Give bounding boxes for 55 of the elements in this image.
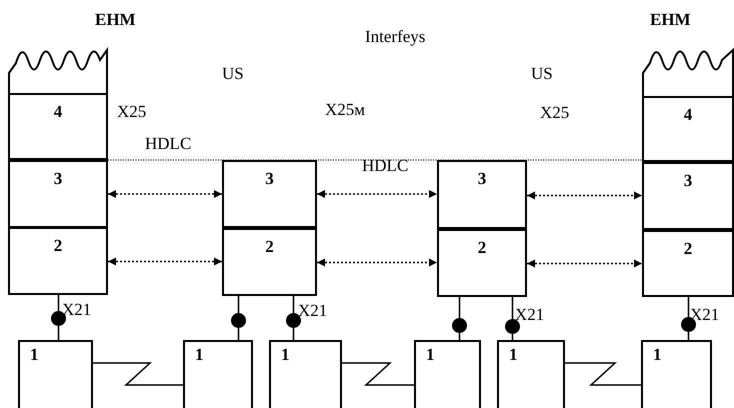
junction-dot [452,318,467,333]
protocol-layer-box: 3 [8,160,108,228]
physical-layer-box: 1 [414,340,481,408]
protocol-label: US [531,65,553,83]
connector-line [458,297,460,318]
protocol-layer-box: 3 [642,162,734,230]
connector-line [238,296,240,313]
junction-dot [505,319,520,334]
protocol-layer-box: 4 [8,93,108,160]
physical-layer-box: 1 [18,340,93,408]
protocol-layer-box: 2 [642,230,734,297]
arrow [527,192,642,200]
protocol-label: HDLC [362,157,408,175]
interface-label: X21 [298,302,328,320]
link-line [565,362,641,386]
stack-heading: EHM [650,11,691,29]
arrow [317,190,437,198]
protocol-layer-box: 2 [222,228,317,296]
protocol-layer-box: 2 [437,229,527,297]
connector-line [58,295,60,311]
protocol-label: US [222,65,244,83]
connector-line [458,333,460,340]
connector-line [292,328,294,340]
physical-layer-box: 1 [497,340,565,408]
protocol-layer-box: 4 [642,96,734,162]
physical-layer-box: 1 [183,340,253,408]
physical-layer-box: 1 [269,340,342,408]
protocol-label: X25м [325,101,366,119]
protocol-layer-box: 3 [437,160,527,229]
junction-dot [231,313,246,328]
protocol-label: HDLC [145,135,192,153]
protocol-layer-box: 3 [222,160,317,228]
connector-line [512,334,514,340]
arrow [527,260,642,268]
interface-label: X21 [515,306,544,324]
arrow [317,258,437,266]
diagram-heading: Interfeys [365,28,426,46]
connector-line [58,326,60,340]
connector-line [512,297,514,319]
physical-layer-box: 1 [641,340,712,408]
arrow [108,190,222,198]
stack-heading: EHM [95,11,136,29]
connector-line [238,328,240,340]
protocol-label: X25 [540,104,570,122]
junction-dot [286,313,301,328]
protocol-layer-box: 2 [8,227,108,295]
connector-line [688,332,690,340]
link-line [93,362,183,386]
protocol-label: X25 [117,103,146,121]
interface-label: X21 [690,306,720,324]
interface-label: X21 [62,301,92,319]
connector-line [688,297,690,317]
arrow [108,258,222,266]
connector-line [292,296,294,313]
link-line [342,362,414,386]
